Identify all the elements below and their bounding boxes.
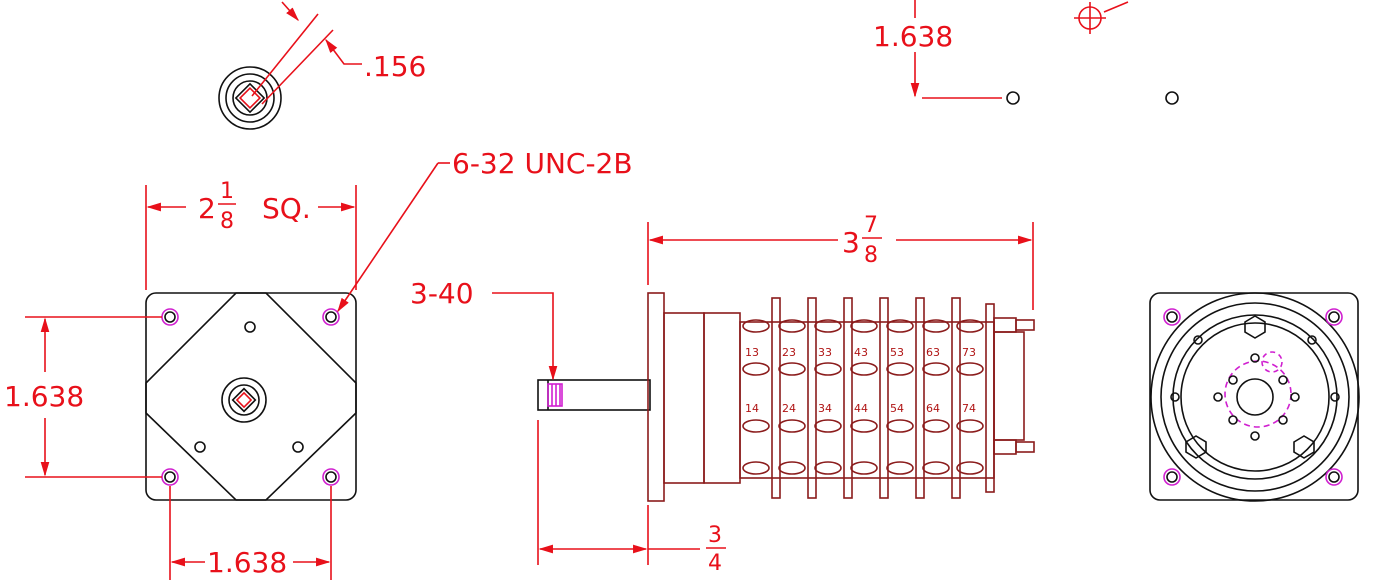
square-fraction-numerator: 1 xyxy=(220,179,234,204)
square-size-dimension xyxy=(145,185,357,290)
wafer-label: 53 xyxy=(890,346,904,359)
thread-callout-leader xyxy=(337,162,450,313)
bottom-horizontal-label: 1.638 xyxy=(207,546,287,579)
mounting-hole-top-right xyxy=(322,308,340,326)
top-right-partial-view xyxy=(910,0,1179,105)
terminal-holes xyxy=(1170,335,1340,441)
wafer-label: 54 xyxy=(890,402,904,415)
hex-nuts xyxy=(1185,315,1315,459)
wafer-label: 63 xyxy=(926,346,940,359)
left-vertical-label: 1.638 xyxy=(4,380,84,413)
wafer-stack xyxy=(771,297,995,499)
length-whole-number: 3 xyxy=(842,226,860,259)
wafer-label: 33 xyxy=(818,346,832,359)
shaft-thread-leader xyxy=(492,292,558,381)
wafer-label: 23 xyxy=(782,346,796,359)
wafer-label: 64 xyxy=(926,402,940,415)
side-view xyxy=(537,292,1035,502)
square-suffix: SQ. xyxy=(262,192,311,225)
wafer-label: 44 xyxy=(854,402,868,415)
length-fraction-numerator: 7 xyxy=(864,213,878,238)
wafer-label: 43 xyxy=(854,346,868,359)
terminal-lugs xyxy=(742,319,984,475)
front-view xyxy=(145,292,357,501)
wafer-labels-row2: 14 24 34 44 54 64 74 xyxy=(745,402,976,415)
wafer-label: 14 xyxy=(745,402,759,415)
mounting-hole-bottom-left xyxy=(161,468,179,486)
wall-dimension-label: .156 xyxy=(364,50,426,83)
rear-mounting-holes xyxy=(1163,308,1343,486)
top-right-dimension-label: 1.638 xyxy=(873,20,953,53)
mounting-hole-top-left xyxy=(161,308,179,326)
rear-view xyxy=(1149,292,1360,502)
shaft-fraction-numerator: 3 xyxy=(708,523,722,548)
wafer-labels-row1: 13 23 33 43 53 63 73 xyxy=(745,346,976,359)
mounting-hole-bottom-right xyxy=(322,468,340,486)
length-fraction-denominator: 8 xyxy=(864,243,878,268)
overall-length-dimension xyxy=(647,222,1034,310)
square-whole-number: 2 xyxy=(198,192,216,225)
square-fraction-denominator: 8 xyxy=(220,209,234,234)
bottom-horizontal-dimension xyxy=(169,486,332,580)
wafer-label: 34 xyxy=(818,402,832,415)
shaft-length-dimension xyxy=(537,420,700,565)
wafer-label: 74 xyxy=(962,402,976,415)
left-vertical-dimension xyxy=(25,316,162,478)
shaft-end-detail xyxy=(218,1,362,130)
shaft-fraction-denominator: 4 xyxy=(708,551,722,576)
wafer-label: 73 xyxy=(962,346,976,359)
thread-callout-label: 6-32 UNC-2B xyxy=(452,147,633,180)
wafer-label: 13 xyxy=(745,346,759,359)
wafer-label: 24 xyxy=(782,402,796,415)
shaft-thread-label: 3-40 xyxy=(410,277,474,310)
